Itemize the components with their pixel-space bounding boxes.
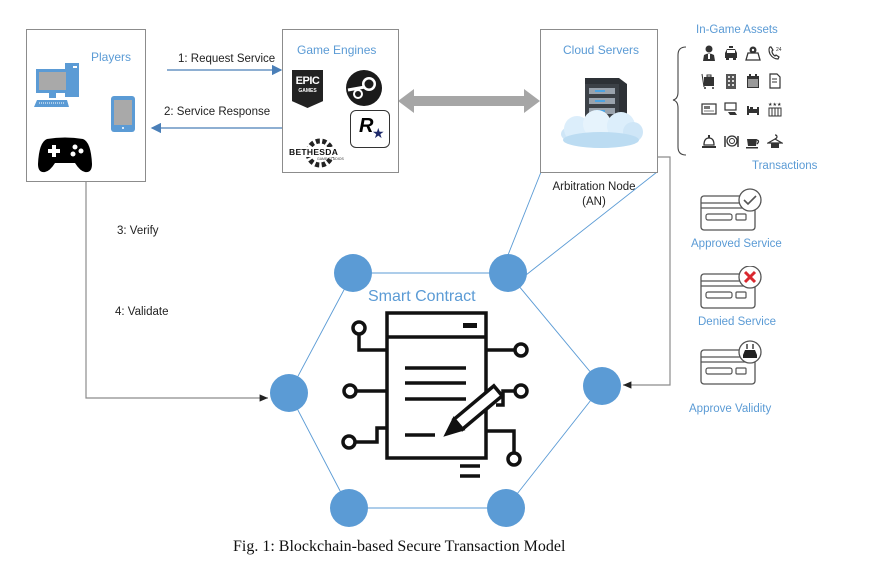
svg-text:★★★: ★★★ [768,102,782,108]
in-game-assets-title: In-Game Assets [696,24,778,36]
bidirectional-sync-arrow [398,89,540,113]
blockchain-node[interactable] [583,367,621,405]
denied-service-label: Denied Service [698,316,776,328]
players-title: Players [91,50,132,64]
arbitration-connector [623,156,671,389]
in-game-assets-grid: 24 ★★★ [701,45,791,157]
denied-card-icon [700,266,762,309]
document-icon [767,73,783,89]
validate-label: 4: Validate [115,306,169,318]
game-engines-box: Game Engines EPIC GAMES R ★ BETHESDA GAM… [282,29,399,173]
transaction-validity: Approve Validity [689,340,790,420]
phone-24h-icon: 24 [767,45,783,61]
assets-brace [672,46,687,156]
transactions-title: Transactions [752,160,818,172]
coffee-cup-icon [745,133,761,149]
location-map-icon [745,45,761,61]
figure-caption: Fig. 1: Blockchain-based Secure Transact… [233,538,566,555]
blockchain-node[interactable] [487,489,525,527]
dining-icon [723,133,739,149]
receptionist-icon [701,45,717,61]
cloud-servers-title: Cloud Servers [563,43,640,57]
smart-contract-icon [341,311,529,478]
calendar-icon [745,73,761,89]
blockchain-node[interactable] [330,489,368,527]
tablet-icon [111,96,135,132]
hanger-icon [765,133,785,149]
arbitration-node-label: Arbitration Node (AN) [552,181,636,208]
verify-label: 3: Verify [117,225,159,237]
luggage-cart-icon [701,73,717,89]
approved-service-label: Approved Service [691,238,782,250]
svg-text:24: 24 [776,47,782,53]
verify-validate-connector [85,181,268,402]
blockchain-node[interactable] [489,254,527,292]
gamepad-icon [38,137,92,173]
an-line-right [525,171,658,276]
game-engines-title: Game Engines [297,43,377,57]
transaction-approved: Approved Service [690,188,790,253]
keycard-icon [701,101,717,117]
desktop-computer-icon [34,63,79,107]
hotel-stars-icon: ★★★ [767,101,783,117]
request-service-label: 1: Request Service [178,53,276,65]
epic-games-logo: EPIC GAMES [292,70,323,108]
rockstar-logo: R ★ [350,110,390,148]
approved-card-icon [700,188,762,231]
an-line-left [507,171,542,256]
transaction-denied: Denied Service [690,266,790,331]
players-box: Players [26,29,146,182]
cloud-server-icon [561,78,643,148]
hotel-building-icon [723,73,739,89]
cloud-servers-box: Cloud Servers [540,29,658,173]
blockchain-node[interactable] [334,254,372,292]
approve-validity-label: Approve Validity [689,403,772,415]
bethesda-logo: BETHESDA GAME STUDIOS [287,138,357,168]
validity-card-icon [700,340,762,385]
bell-icon [701,133,717,149]
taxi-icon [723,45,739,61]
room-service-icon [723,101,739,117]
bed-icon [745,101,761,117]
blockchain-node[interactable] [270,374,308,412]
smart-contract-title: Smart Contract [368,288,476,305]
steam-logo [346,70,382,106]
service-response-label: 2: Service Response [164,106,271,118]
